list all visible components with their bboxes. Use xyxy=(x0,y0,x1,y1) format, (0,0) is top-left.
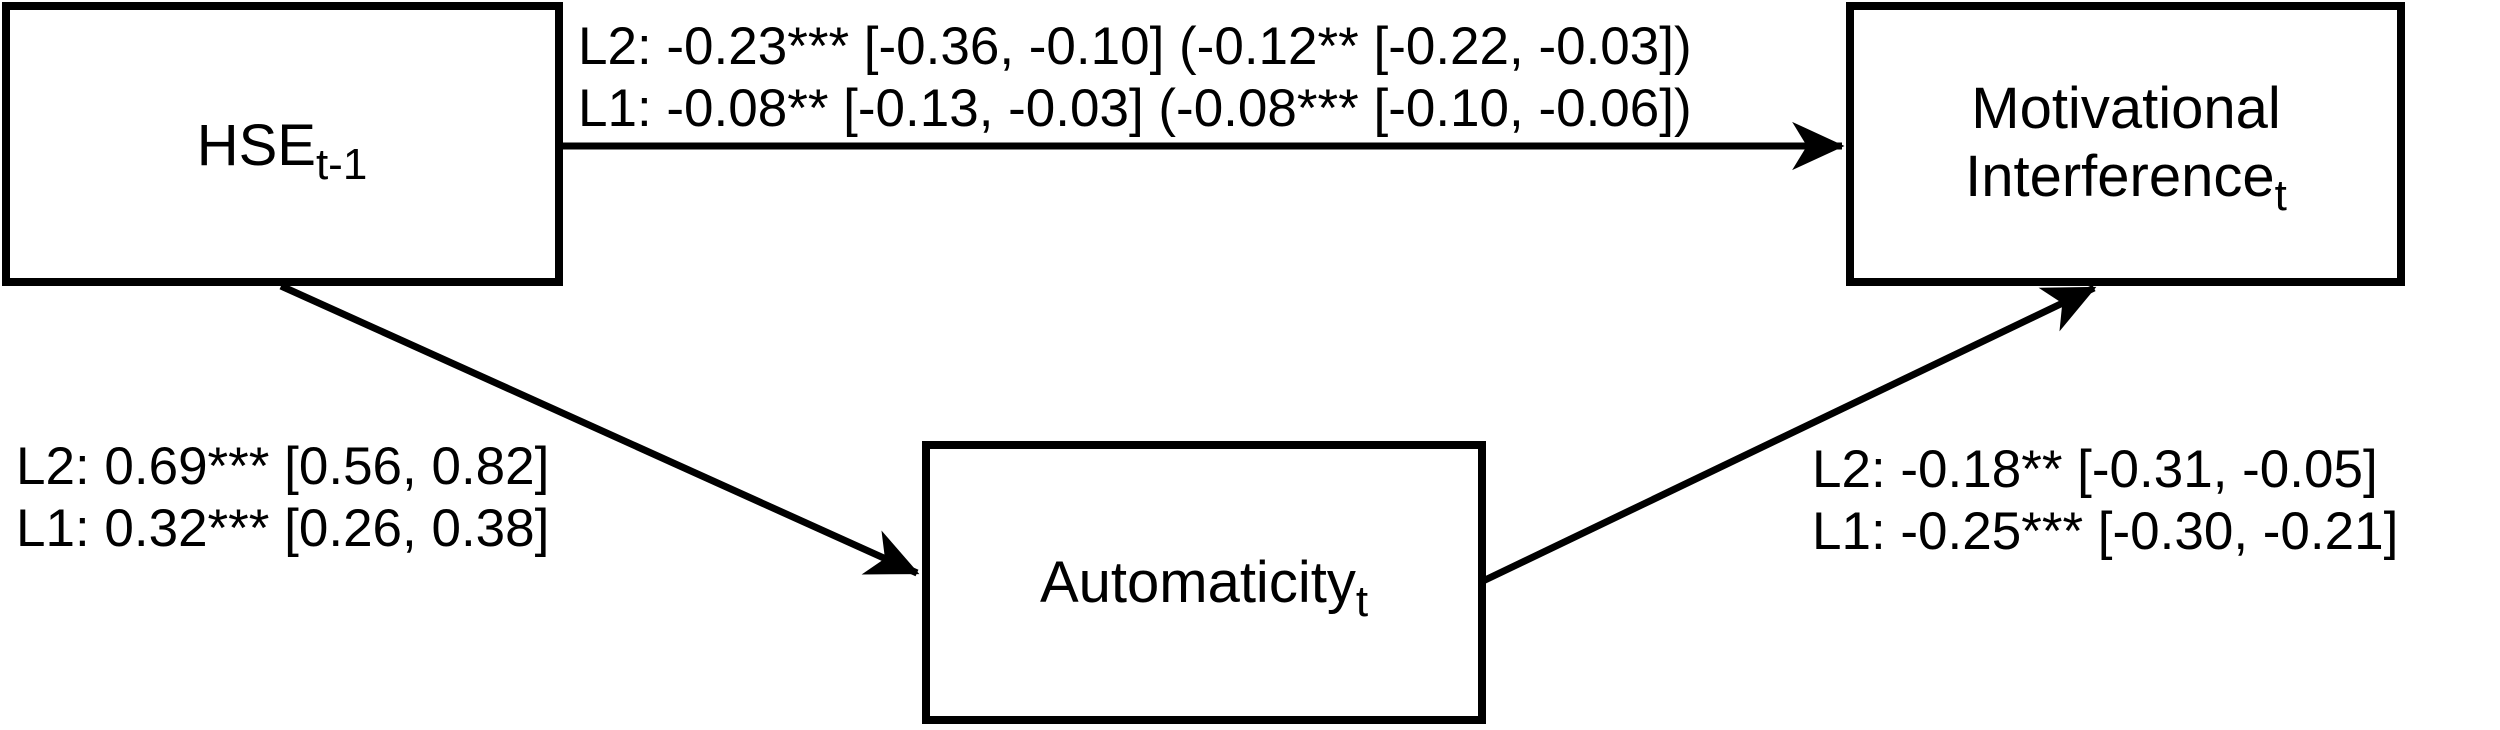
hse-label: HSEt-1 xyxy=(197,113,368,189)
direct-path-label-l2: L2: -0.23*** [-0.36, -0.10] (-0.12** [-0… xyxy=(578,17,1692,76)
automaticity-label-main: Automaticity xyxy=(1040,550,1356,615)
automaticity-label-subscript: t xyxy=(1356,577,1368,626)
hse-label-subscript: t-1 xyxy=(316,140,367,189)
hse-label-main: HSE xyxy=(197,113,316,178)
motivational-interference-label-line2: Interferencet xyxy=(1965,144,2287,220)
a-path-arrow xyxy=(279,282,920,577)
a-path-label-l2: L2: 0.69*** [0.56, 0.82] xyxy=(16,437,549,496)
b-path-label-l1: L1: -0.25*** [-0.30, -0.21] xyxy=(1812,502,2398,561)
motivational-interference-label-subscript: t xyxy=(2275,171,2287,220)
b-path-label-l2: L2: -0.18** [-0.31, -0.05] xyxy=(1812,440,2378,499)
motivational-interference-box xyxy=(1846,2,2405,286)
motivational-interference-label-line1: Motivational xyxy=(1971,76,2280,141)
hse-box xyxy=(2,2,563,286)
motivational-interference-label-main: Interference xyxy=(1965,144,2275,209)
direct-path-label-l1: L1: -0.08** [-0.13, -0.03] (-0.08*** [-0… xyxy=(578,79,1692,138)
b-path-arrow xyxy=(1481,284,2097,585)
automaticity-label: Automaticityt xyxy=(1040,550,1368,626)
automaticity-box xyxy=(922,441,1486,724)
a-path-label-l1: L1: 0.32*** [0.26, 0.38] xyxy=(16,499,549,558)
